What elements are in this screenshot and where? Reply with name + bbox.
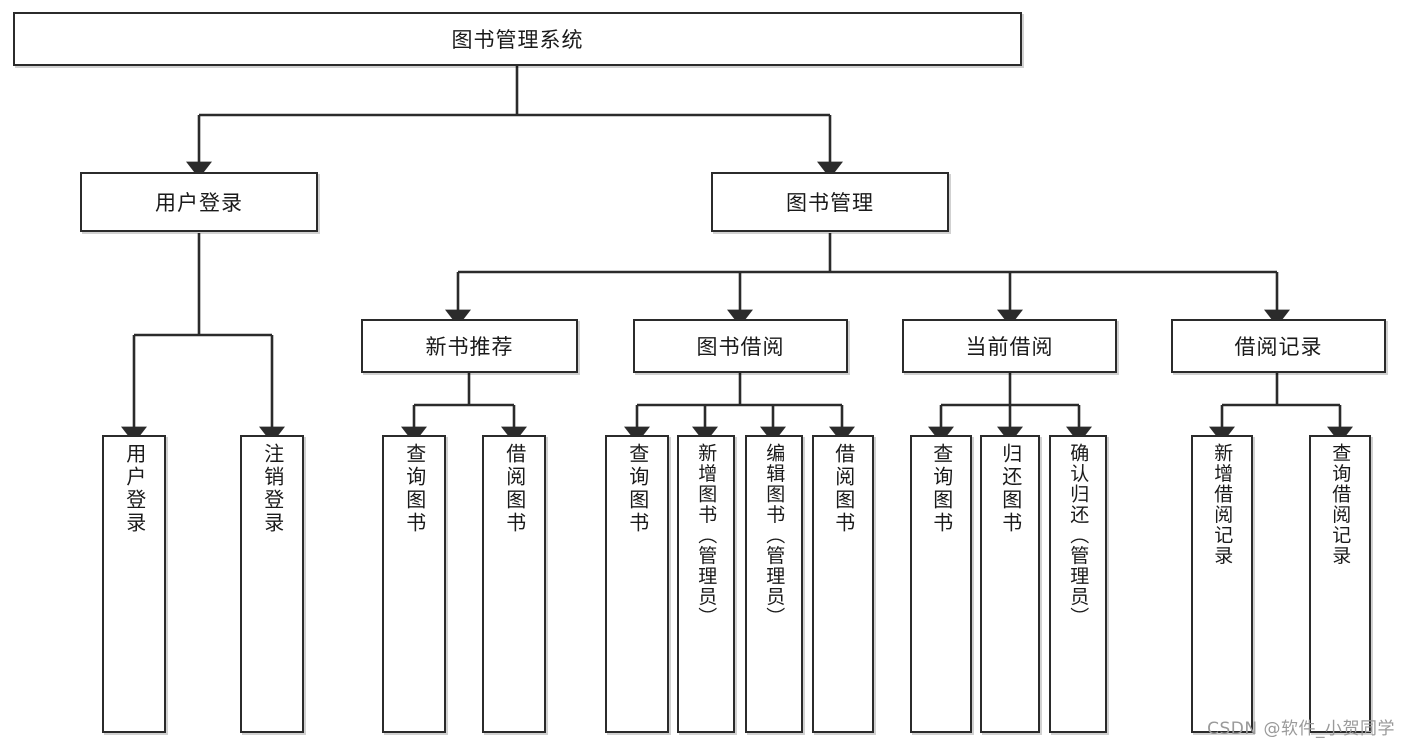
- leaf-cb-query-book[interactable]: 查询图书: [910, 435, 972, 733]
- node-new-book-recommend[interactable]: 新书推荐: [361, 319, 578, 373]
- node-book-management-label: 图书管理: [786, 191, 874, 215]
- leaf-user-login-label: 用户登录: [122, 443, 147, 535]
- leaf-bb-borrow-book[interactable]: 借阅图书: [812, 435, 874, 733]
- leaf-bb-edit-book-admin-label: 编辑图书（管理员）: [763, 443, 786, 628]
- node-borrow-records-label: 借阅记录: [1234, 335, 1323, 359]
- node-user-login[interactable]: 用户登录: [80, 172, 318, 232]
- node-root-label: 图书管理系统: [451, 28, 584, 52]
- leaf-cb-return-book-label: 归还图书: [998, 443, 1023, 535]
- leaf-nb-query-book-label: 查询图书: [402, 443, 427, 535]
- leaf-br-add-record-label: 新增借阅记录: [1211, 443, 1234, 566]
- leaf-cb-confirm-return-admin-label: 确认归还（管理员）: [1067, 443, 1090, 628]
- leaf-bb-borrow-book-label: 借阅图书: [831, 443, 856, 535]
- leaf-logout[interactable]: 注销登录: [240, 435, 304, 733]
- leaf-cb-query-book-label: 查询图书: [929, 443, 954, 535]
- leaf-br-query-record-label: 查询借阅记录: [1329, 443, 1352, 566]
- leaf-nb-borrow-book-label: 借阅图书: [502, 443, 527, 535]
- node-current-borrow-label: 当前借阅: [965, 335, 1054, 359]
- node-root[interactable]: 图书管理系统: [13, 12, 1022, 66]
- leaf-nb-borrow-book[interactable]: 借阅图书: [482, 435, 546, 733]
- leaf-user-login[interactable]: 用户登录: [102, 435, 166, 733]
- node-book-borrow-label: 图书借阅: [696, 335, 785, 359]
- leaf-bb-query-book-label: 查询图书: [625, 443, 650, 535]
- watermark: CSDN @软件_小贺同学: [1207, 719, 1395, 739]
- leaf-cb-return-book[interactable]: 归还图书: [980, 435, 1040, 733]
- node-new-book-recommend-label: 新书推荐: [425, 335, 514, 359]
- leaf-cb-confirm-return-admin[interactable]: 确认归还（管理员）: [1049, 435, 1107, 733]
- node-current-borrow[interactable]: 当前借阅: [902, 319, 1117, 373]
- leaf-bb-add-book-admin[interactable]: 新增图书（管理员）: [677, 435, 735, 733]
- leaf-br-query-record[interactable]: 查询借阅记录: [1309, 435, 1371, 733]
- leaf-bb-add-book-admin-label: 新增图书（管理员）: [695, 443, 718, 628]
- node-book-management[interactable]: 图书管理: [711, 172, 949, 232]
- node-user-login-label: 用户登录: [155, 191, 243, 215]
- leaf-bb-edit-book-admin[interactable]: 编辑图书（管理员）: [745, 435, 803, 733]
- node-borrow-records[interactable]: 借阅记录: [1171, 319, 1386, 373]
- leaf-bb-query-book[interactable]: 查询图书: [605, 435, 669, 733]
- node-book-borrow[interactable]: 图书借阅: [633, 319, 848, 373]
- leaf-nb-query-book[interactable]: 查询图书: [382, 435, 446, 733]
- leaf-br-add-record[interactable]: 新增借阅记录: [1191, 435, 1253, 733]
- leaf-logout-label: 注销登录: [260, 443, 285, 535]
